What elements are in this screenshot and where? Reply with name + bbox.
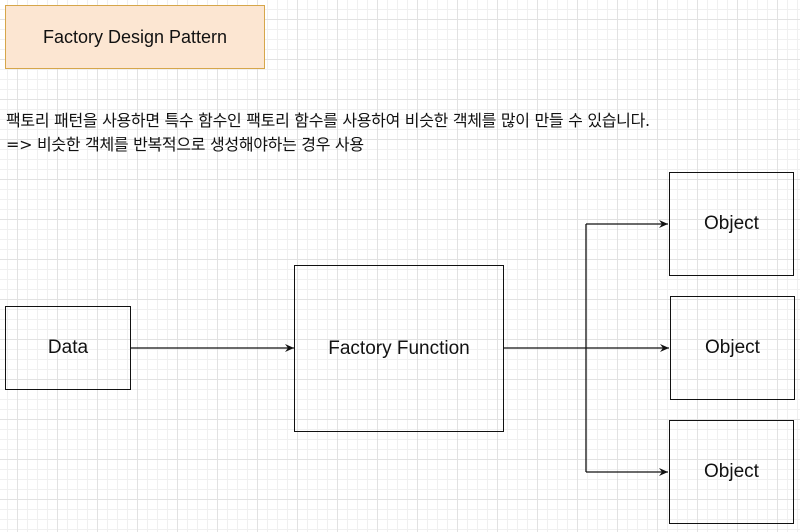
factory-function-node[interactable]: Factory Function bbox=[294, 265, 504, 432]
object-node-1[interactable]: Object bbox=[669, 172, 794, 276]
object-node-label: Object bbox=[704, 461, 759, 482]
object-node-label: Object bbox=[705, 337, 760, 358]
description-line-1: 팩토리 패턴을 사용하면 특수 함수인 팩토리 함수를 사용하여 비슷한 객체를… bbox=[6, 111, 650, 130]
object-node-3[interactable]: Object bbox=[669, 420, 794, 524]
data-node[interactable]: Data bbox=[5, 306, 131, 390]
title-box[interactable]: Factory Design Pattern bbox=[5, 5, 265, 69]
title-label: Factory Design Pattern bbox=[42, 26, 228, 47]
object-node-label: Object bbox=[704, 213, 759, 234]
data-node-label: Data bbox=[47, 337, 89, 358]
factory-function-label: Factory Function bbox=[328, 337, 470, 359]
object-node-2[interactable]: Object bbox=[670, 296, 795, 400]
description-line-2: => 비슷한 객체를 반복적으로 생성해야하는 경우 사용 bbox=[6, 135, 364, 154]
